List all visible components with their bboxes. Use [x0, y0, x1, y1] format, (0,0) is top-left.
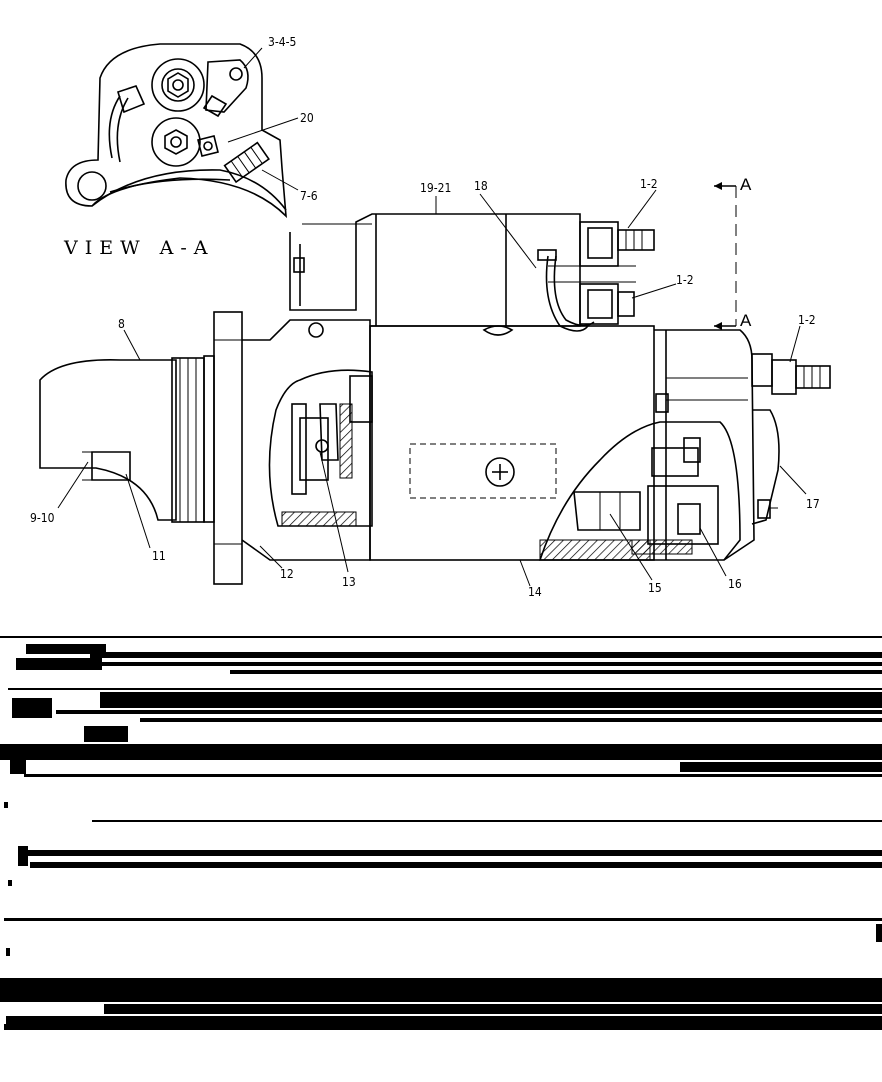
- callout-12: 12: [280, 567, 294, 581]
- callout-9-10: 9-10: [30, 511, 55, 525]
- starter-motor-diagram: 3-4-5 20 7-6 VIEW A-A A A: [30, 35, 831, 599]
- view-a-a-label: VIEW A-A: [63, 237, 215, 259]
- callout-17: 17: [806, 497, 820, 511]
- callout-16: 16: [728, 577, 742, 591]
- callout-14: 14: [528, 585, 542, 599]
- callout-13: 13: [342, 575, 356, 589]
- callout-11: 11: [152, 549, 166, 563]
- solenoid: [289, 213, 655, 336]
- callout-20: 20: [300, 111, 314, 125]
- section-mark-bottom: A: [740, 311, 752, 330]
- callout-15: 15: [648, 581, 662, 595]
- section-mark-top: A: [740, 175, 752, 194]
- callout-3-4-5: 3-4-5: [268, 35, 296, 49]
- view-a-a-inset: [65, 43, 299, 219]
- parts-list-scan-artifact: [0, 636, 882, 1030]
- callout-1-2-mid: 1-2: [676, 273, 694, 287]
- callout-7-6: 7-6: [300, 189, 318, 203]
- callout-19-21: 19-21: [420, 181, 451, 195]
- section-line: [714, 182, 737, 330]
- callout-1-2-right: 1-2: [798, 313, 816, 327]
- drive-housing: [39, 311, 373, 585]
- callout-8: 8: [118, 317, 125, 331]
- motor-frame: [369, 325, 831, 561]
- callout-1-2-top: 1-2: [640, 177, 658, 191]
- callout-18: 18: [474, 179, 488, 193]
